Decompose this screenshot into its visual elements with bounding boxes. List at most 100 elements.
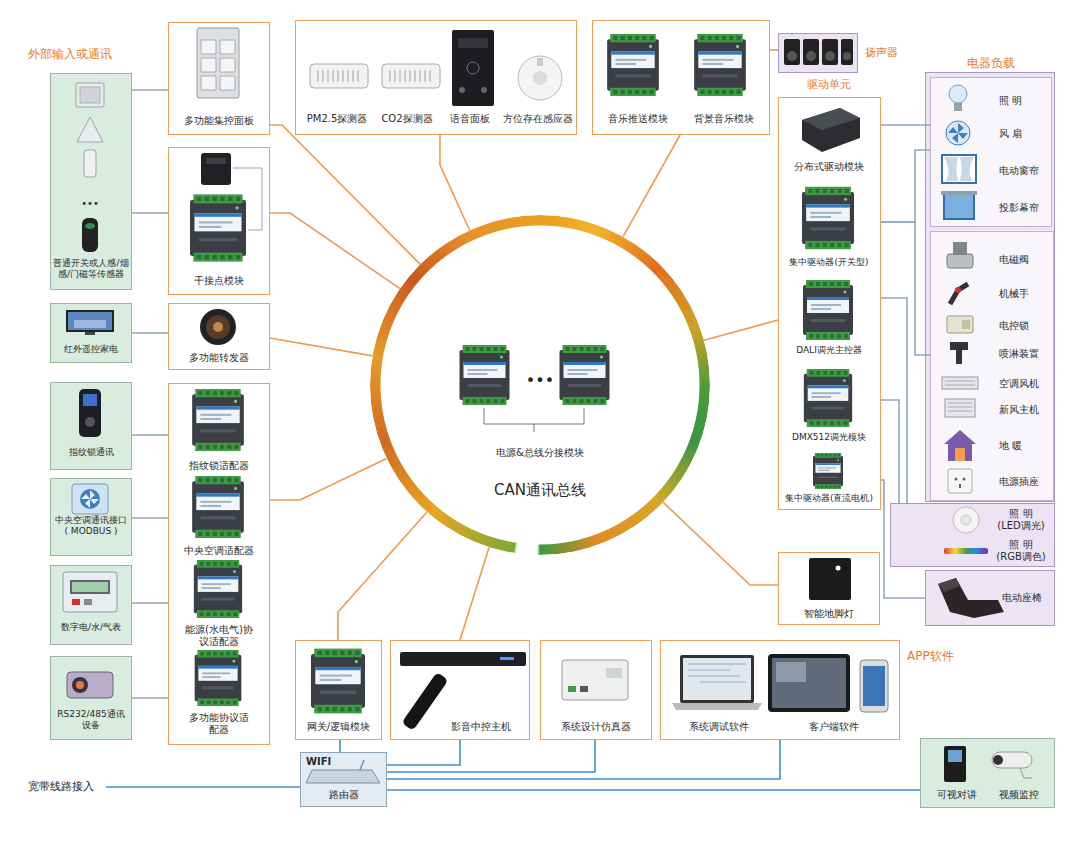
- module-icon: [802, 187, 854, 249]
- node-label: 照 明: [999, 95, 1049, 107]
- node-label: 扬声器: [865, 46, 915, 59]
- node-label-slot: 视频监控: [987, 789, 1051, 801]
- node-label-slot: DMX512调光模块: [781, 432, 877, 443]
- load-panel: 照 明风 扇电动窗帘投影幕帘: [930, 77, 1052, 227]
- node-label-slot: 客户端软件: [771, 721, 896, 733]
- floor-heat-icon: [944, 430, 976, 461]
- voice-panel-icon: [452, 30, 494, 106]
- curtain-icon-part: [944, 157, 974, 181]
- control-panel-icon-part: [201, 40, 235, 90]
- tv-icon-part: [74, 320, 106, 328]
- node-label-slot: 地 暖: [999, 440, 1051, 452]
- load-panel: 照 明 (LED调光) 照 明 (RGB调色): [890, 503, 1055, 567]
- node-label-slot: 机械手: [999, 288, 1051, 300]
- node-label: 红外遥控家电: [53, 344, 129, 355]
- sprinkler-icon: [950, 342, 968, 364]
- load-panel: 电动座椅: [925, 570, 1055, 626]
- camera-icon-part: [992, 752, 1032, 768]
- intercom-icon-part: [948, 750, 962, 762]
- presence-sensor-icon-part: [537, 58, 543, 66]
- connector: [880, 150, 930, 222]
- node-label: 中央空调适配器: [171, 545, 267, 557]
- node-label: 电源插座: [999, 476, 1051, 488]
- speaker-icons-part: [806, 51, 816, 61]
- connector: [770, 49, 778, 51]
- tablet-icon-part: [772, 658, 846, 708]
- input-panel: 指纹锁通讯: [50, 382, 132, 470]
- tv-icon: [66, 310, 114, 335]
- node-label-slot: 风 扇: [999, 128, 1049, 140]
- panel-fill: [50, 478, 132, 556]
- module-icon: [190, 194, 246, 261]
- connector: [623, 135, 680, 237]
- connector: [339, 740, 341, 752]
- node-label: 机械手: [999, 288, 1051, 300]
- valve-icon-part: [947, 254, 973, 268]
- node-label-slot: 可视对讲: [927, 789, 987, 801]
- node-label: 照 明 (RGB调色): [991, 539, 1051, 563]
- connector: [338, 512, 427, 640]
- pm25-icon-part: [318, 70, 358, 82]
- driver-item: 集中驱动器(直流电机): [781, 451, 880, 509]
- fresh-air-icon-part: [948, 403, 972, 411]
- connectors: [132, 50, 930, 790]
- input-panel: 数字电/水/气表: [50, 565, 132, 645]
- laptop-icon-part: [680, 655, 754, 703]
- node-label: 电器负载: [926, 56, 1056, 70]
- node-label-slot: 音乐推送模块: [595, 113, 681, 125]
- camera-icon: [992, 752, 1032, 778]
- node-label-slot: 扬声器: [865, 46, 915, 59]
- node-label-slot: 电控锁: [999, 320, 1051, 332]
- connector: [880, 222, 930, 355]
- socket-icon: [948, 469, 972, 493]
- module-icon: [192, 476, 244, 538]
- node-label-slot: 电源&总线分接模块: [440, 447, 640, 459]
- node-label-slot: 投影幕帘: [999, 202, 1049, 214]
- connector: [460, 547, 489, 640]
- node-label: 驱动单元: [779, 78, 879, 91]
- node-label: 背景音乐模块: [681, 113, 767, 125]
- co2-icon-part: [382, 64, 440, 88]
- node-label-slot: 指纹锁适配器: [171, 460, 267, 472]
- av-host-icon: [400, 652, 526, 666]
- robot-arm-icon-part: [955, 287, 961, 293]
- driver-item: DALI调光主控器: [781, 277, 880, 363]
- module-icon: [607, 34, 659, 96]
- node-label-slot: 照 明 (LED调光): [991, 508, 1051, 532]
- node-label-slot: 多功能协议适配器: [189, 712, 249, 736]
- meter-icon-part: [84, 599, 92, 605]
- speaker-icons-part: [803, 39, 819, 65]
- presence-sensor-icon: [518, 56, 562, 100]
- node-label-slot: 智能地脚灯: [781, 608, 877, 620]
- node-label-slot: 影音中控主机: [436, 721, 526, 733]
- node-label: 新风主机: [999, 404, 1051, 416]
- floor-light-icon-part: [836, 566, 841, 571]
- node-label-slot: 多功能转发器: [171, 352, 267, 364]
- node-label-slot: 路由器: [303, 789, 384, 801]
- panel-fill: [50, 656, 132, 740]
- laptop-icon-part: [683, 658, 751, 700]
- bracket: [484, 408, 584, 432]
- node-label-slot: RS232/485通讯设备: [53, 709, 129, 731]
- driver-item: DMX512调光模块: [781, 366, 880, 450]
- ac-icon-part: [81, 490, 99, 508]
- door-sensor: [84, 150, 96, 177]
- panel-fill: [50, 73, 132, 290]
- input-panel: 红外遥控家电: [50, 303, 132, 363]
- node-label: 风 扇: [999, 128, 1049, 140]
- node-label-slot: 电动座椅: [1002, 592, 1052, 604]
- connector: [132, 602, 168, 604]
- curtain-icon: [942, 155, 976, 183]
- node-label: 客户端软件: [771, 721, 896, 733]
- node-label: 网关/逻辑模块: [298, 721, 379, 733]
- smoke-sensor: [77, 117, 103, 142]
- meter-icon-part: [72, 599, 80, 605]
- presence-sensor-icon-part: [518, 56, 562, 100]
- module-icon: [194, 560, 242, 618]
- device-box: 网关/逻辑模块: [295, 640, 382, 740]
- phone-icon-part: [860, 660, 888, 712]
- panel-fill: [930, 77, 1052, 227]
- tv-icon-part: [85, 332, 95, 335]
- node-label-slot: 红外遥控家电: [53, 344, 129, 355]
- connector: [270, 125, 420, 264]
